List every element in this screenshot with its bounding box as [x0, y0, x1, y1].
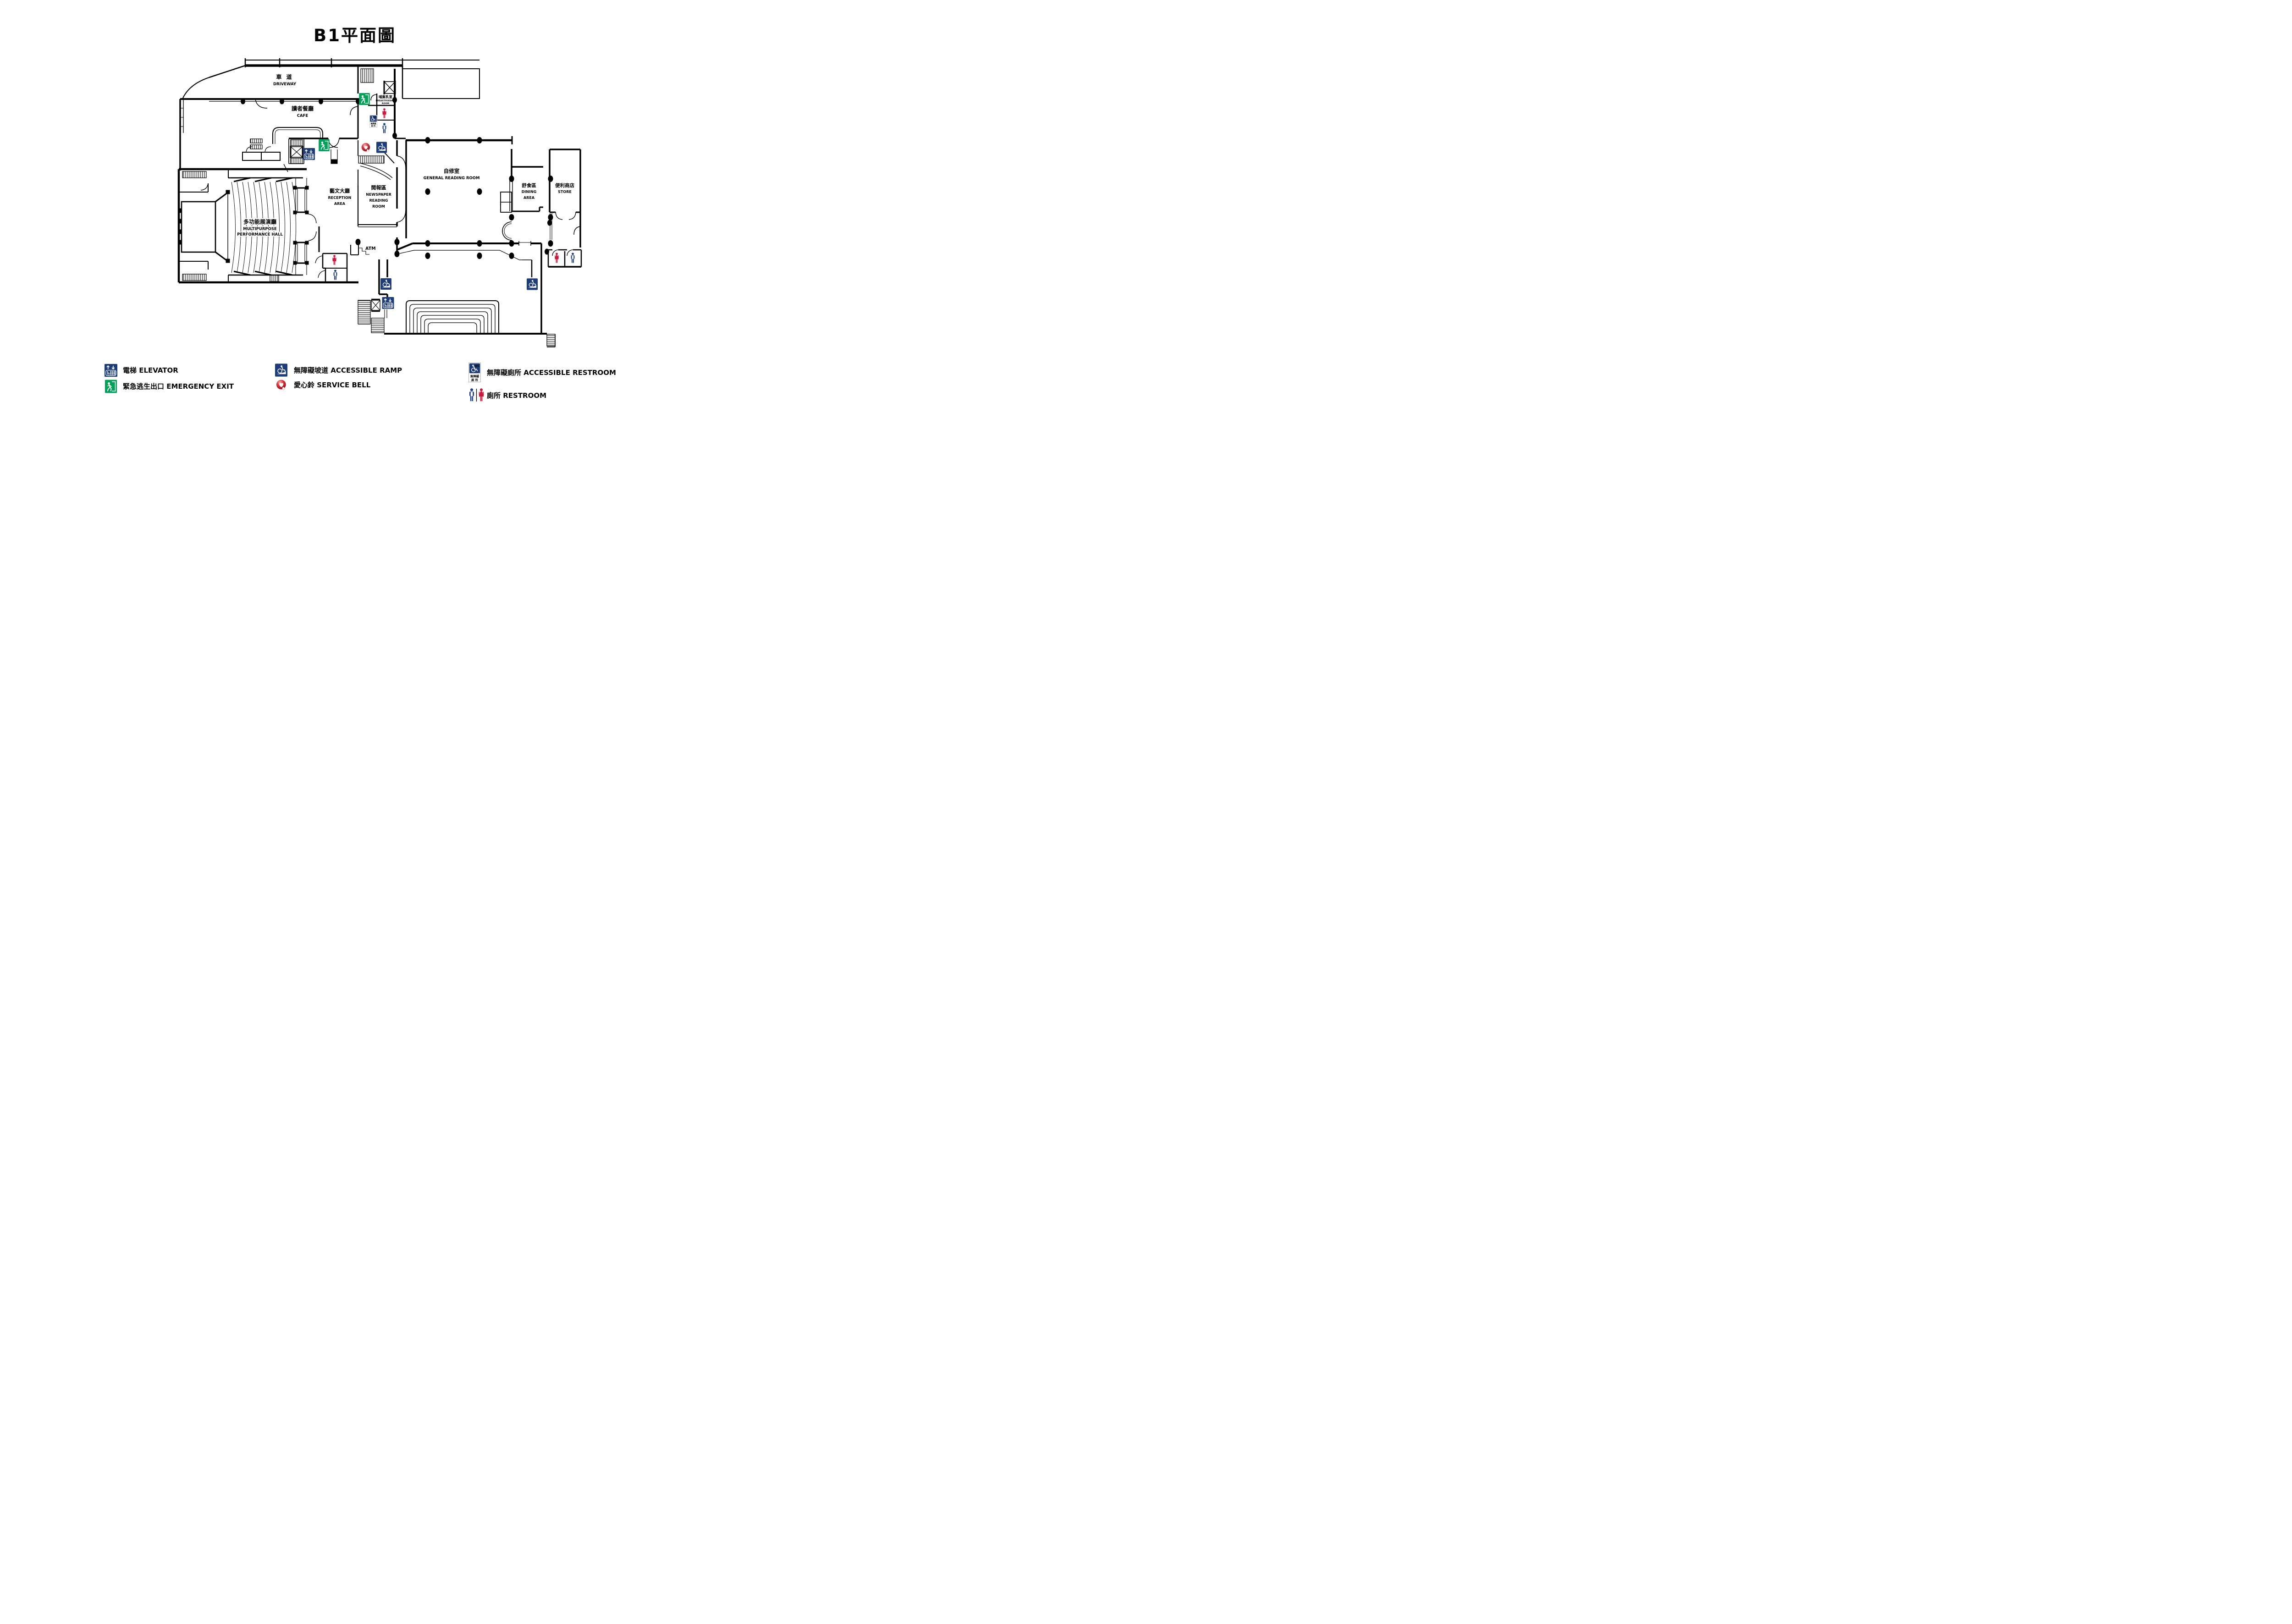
accessible-ramp-icon — [376, 142, 387, 153]
legend-label-ramp: 無障礙坡道 ACCESSIBLE RAMP — [294, 366, 402, 374]
emergency-exit-icon — [105, 380, 117, 393]
legend-label-restroom: 廁所 RESTROOM — [487, 391, 546, 400]
service-bell-icon — [361, 143, 370, 152]
newspaper-label-en1: NEWSPAPER — [366, 193, 391, 197]
walls-plaza — [371, 243, 556, 347]
accessible-ramp-icon — [380, 278, 391, 290]
driveway-label-zh: 車 道 — [276, 73, 293, 80]
male-restroom-icon — [571, 253, 575, 263]
stairs — [182, 68, 556, 347]
accessible-ramp-icon — [527, 278, 538, 290]
reading-room-label-zh: 自修室 — [444, 168, 460, 174]
breastfeeding-label-zh: 哺集乳室 — [379, 94, 392, 99]
walls-cafe — [179, 99, 358, 172]
legend: 電梯 ELEVATOR 緊急逃生出口 EMERGENCY EXIT 無障礙坡道 … — [105, 363, 616, 402]
legend-label-bell: 愛心鈴 SERVICE BELL — [294, 381, 371, 389]
room-labels: 車 道 DRIVEWAY 讀者餐廳 CAFE 哺集乳室 BREASTFEEDIN… — [236, 73, 574, 251]
legend-label-exit: 緊急逃生出口 EMERGENCY EXIT — [123, 382, 234, 391]
newspaper-label-zh: 閱報區 — [371, 184, 386, 191]
service-bell-icon — [276, 380, 286, 390]
walls-right-restrooms — [547, 249, 582, 268]
walls-dining-store — [500, 149, 581, 248]
legend-label-acc-restroom: 無障礙廁所 ACCESSIBLE RESTROOM — [487, 369, 616, 377]
amphitheater-steps — [406, 300, 499, 333]
male-restroom-icon — [333, 270, 337, 280]
dining-label-en2: AREA — [523, 196, 535, 200]
emergency-exit-icon — [359, 93, 370, 105]
walls-newspaper-room — [357, 140, 407, 238]
cafe-label-en: CAFE — [297, 114, 309, 118]
accessible-restroom-icon — [468, 363, 481, 382]
hall-vestibule-doors — [293, 178, 317, 275]
page-title: B1平面圖 — [314, 26, 396, 45]
female-restroom-icon — [382, 108, 386, 118]
walls-lower-corridor — [318, 226, 541, 260]
dining-label-zh: 舒食區 — [522, 182, 536, 188]
legend-label-elevator: 電梯 ELEVATOR — [123, 366, 178, 374]
reception-label-zh: 藝文大廳 — [330, 187, 350, 194]
store-label-en: STORE — [558, 190, 572, 194]
dining-label-en1: DINING — [522, 190, 537, 194]
elevator-icon — [382, 297, 394, 309]
hall-label-zh: 多功能展演廳 — [243, 218, 276, 225]
hall-label-en2: PERFORMANCE HALL — [237, 232, 283, 237]
hall-label-en1: MULTIPURPOSE — [243, 227, 277, 231]
newspaper-label-en3: ROOM — [372, 204, 385, 209]
male-restroom-icon — [382, 123, 386, 133]
structural-columns — [241, 97, 553, 259]
restroom-icon — [469, 388, 484, 402]
female-restroom-icon — [479, 388, 484, 402]
accessible-ramp-icon — [275, 363, 287, 377]
floor-plan: WC 無障礙 廁 所 B1平面圖 — [105, 26, 616, 402]
hall-seating-rows — [231, 182, 296, 273]
page: WC 無障礙 廁 所 B1平面圖 — [0, 0, 709, 425]
elevator-icon — [105, 364, 117, 377]
accessible-restroom-icon — [369, 115, 377, 127]
breastfeeding-label-en1: BREASTFEEDING — [376, 99, 396, 102]
walls-performance-hall — [177, 168, 358, 284]
female-restroom-icon — [555, 253, 559, 263]
atm-label: ATM — [365, 246, 376, 251]
walls-top-driveway — [180, 58, 480, 102]
male-restroom-icon — [469, 388, 474, 402]
walls-corridor-top — [289, 136, 513, 164]
walls-top-right-core — [357, 66, 396, 138]
plan-icons — [303, 93, 575, 309]
newspaper-label-en2: READING — [369, 198, 388, 203]
reading-room-label-en: GENERAL READING ROOM — [424, 176, 480, 181]
elevator-icon — [303, 148, 315, 160]
store-label-zh: 便利商店 — [555, 182, 574, 188]
reception-label-en1: RECEPTION — [328, 196, 352, 200]
walls-center-restrooms — [315, 253, 348, 281]
emergency-exit-icon — [319, 139, 330, 151]
breastfeeding-label-en2: ROOM — [382, 102, 389, 105]
reception-label-en2: AREA — [334, 202, 346, 206]
female-restroom-icon — [332, 255, 336, 265]
driveway-label-en: DRIVEWAY — [273, 82, 297, 87]
cafe-label-zh: 讀者餐廳 — [292, 105, 314, 112]
